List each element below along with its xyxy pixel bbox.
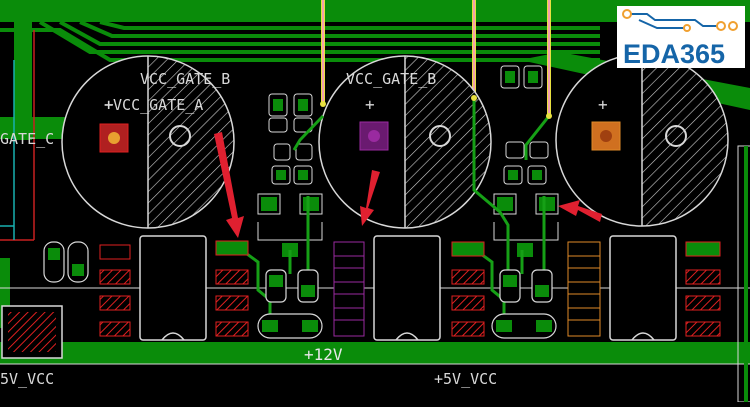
logo-text: EDA365 xyxy=(623,39,726,69)
net-label: VCC_GATE_B xyxy=(140,70,230,88)
cap-pad[interactable] xyxy=(591,121,621,151)
copper-12v-bus xyxy=(0,342,750,364)
smd-pads-red-2[interactable] xyxy=(215,240,249,337)
capacitor-c1[interactable] xyxy=(61,55,235,229)
board-outline xyxy=(0,30,35,241)
cap-pad-hole xyxy=(600,130,612,142)
copper-top-area xyxy=(0,0,750,110)
net-label-5v: 5V_VCC xyxy=(0,370,54,388)
mosfet-tabs xyxy=(161,332,655,341)
net-label: +VCC_GATE_A xyxy=(104,96,203,114)
vias xyxy=(320,95,552,119)
annotation-arrows xyxy=(214,132,602,238)
capacitor-c2[interactable] xyxy=(318,55,492,229)
mosfet-footprints[interactable] xyxy=(139,235,677,341)
small-component-pads xyxy=(273,71,542,180)
routing-traces xyxy=(235,98,551,322)
circuit-logo-icon xyxy=(622,9,738,32)
net-label-5v: +5V_VCC xyxy=(434,370,497,388)
cap-pad-hole xyxy=(368,130,380,142)
net-label-12v: +12V xyxy=(304,345,343,364)
smt-pads xyxy=(48,248,552,332)
left-connector[interactable] xyxy=(1,305,63,359)
signal-traces xyxy=(321,0,551,116)
smd-pads-orange[interactable] xyxy=(567,241,601,337)
net-label: GATE_C xyxy=(0,130,54,148)
eda365-logo: EDA365 xyxy=(617,6,745,69)
smd-pads-purple[interactable] xyxy=(333,241,365,337)
plus-mark: + xyxy=(104,95,114,114)
smd-pads-red-1[interactable] xyxy=(99,244,131,337)
plus-mark: + xyxy=(598,95,608,114)
transistor-outlines xyxy=(257,193,559,241)
plus-mark: + xyxy=(365,95,375,114)
smd-pads-red-4[interactable] xyxy=(685,241,721,337)
net-label: VCC_GATE_B xyxy=(346,70,436,88)
cap-pad-hole xyxy=(108,132,120,144)
smd-pads-red-3[interactable] xyxy=(451,241,485,337)
capacitor-c3[interactable] xyxy=(555,53,729,227)
